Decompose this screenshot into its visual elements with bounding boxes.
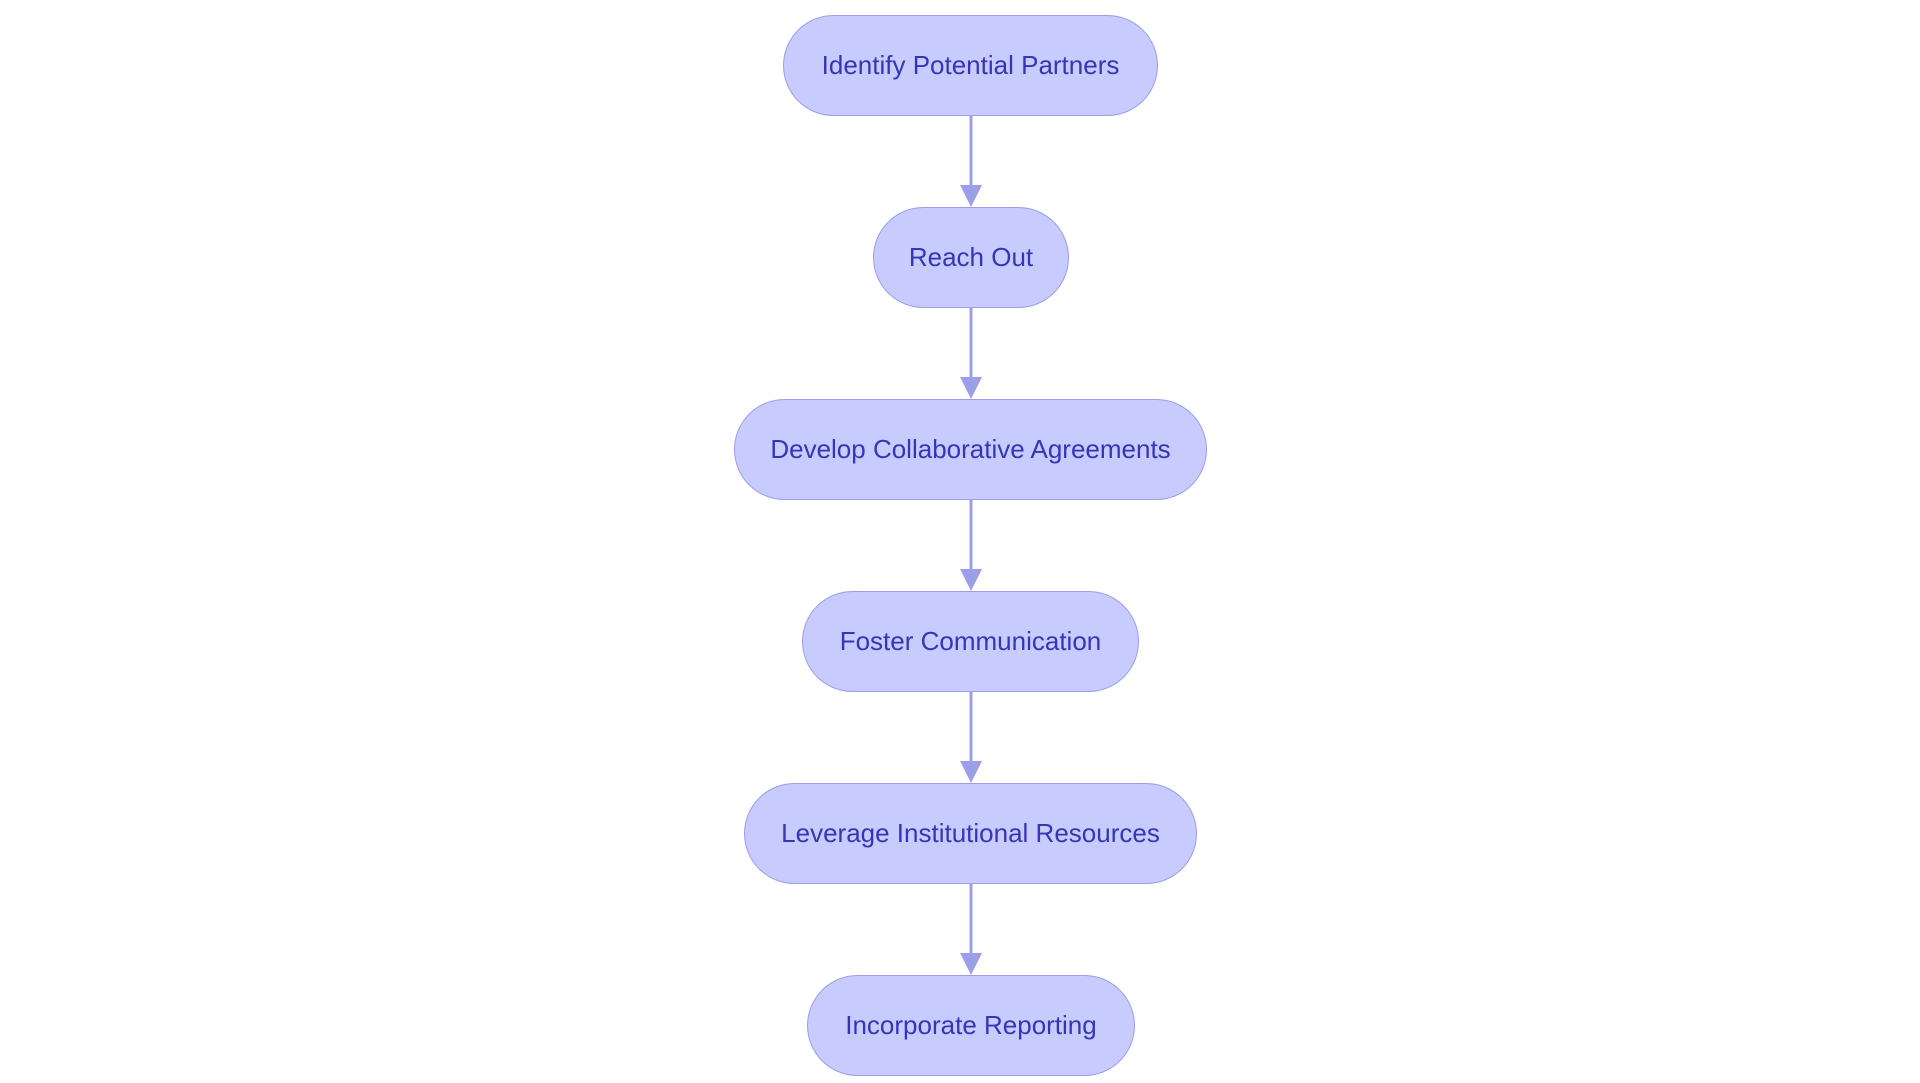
node-foster-communication[interactable]: Foster Communication [802,591,1139,692]
arrow-head-icon [960,377,982,399]
edge-foster-to-leverage [960,692,982,783]
arrow-head-icon [960,761,982,783]
node-leverage-institutional-resources[interactable]: Leverage Institutional Resources [744,783,1197,884]
node-develop-collaborative-agreements[interactable]: Develop Collaborative Agreements [734,399,1207,500]
arrow-head-icon [960,185,982,207]
node-label: Identify Potential Partners [821,50,1120,80]
node-label: Foster Communication [839,626,1102,656]
arrow-head-icon [960,569,982,591]
node-label: Develop Collaborative Agreements [770,434,1171,464]
node-reach-out[interactable]: Reach Out [873,207,1069,308]
node-incorporate-reporting[interactable]: Incorporate Reporting [807,975,1135,1076]
node-identify-potential-partners[interactable]: Identify Potential Partners [783,15,1158,116]
node-label: Leverage Institutional Resources [781,818,1160,848]
edge-leverage-to-incorporate [960,884,982,975]
edge-identify-to-reach [960,116,982,207]
edge-develop-to-foster [960,500,982,591]
arrow-head-icon [960,953,982,975]
edge-reach-to-develop [960,308,982,399]
node-label: Reach Out [908,242,1034,272]
node-label: Incorporate Reporting [845,1010,1097,1040]
